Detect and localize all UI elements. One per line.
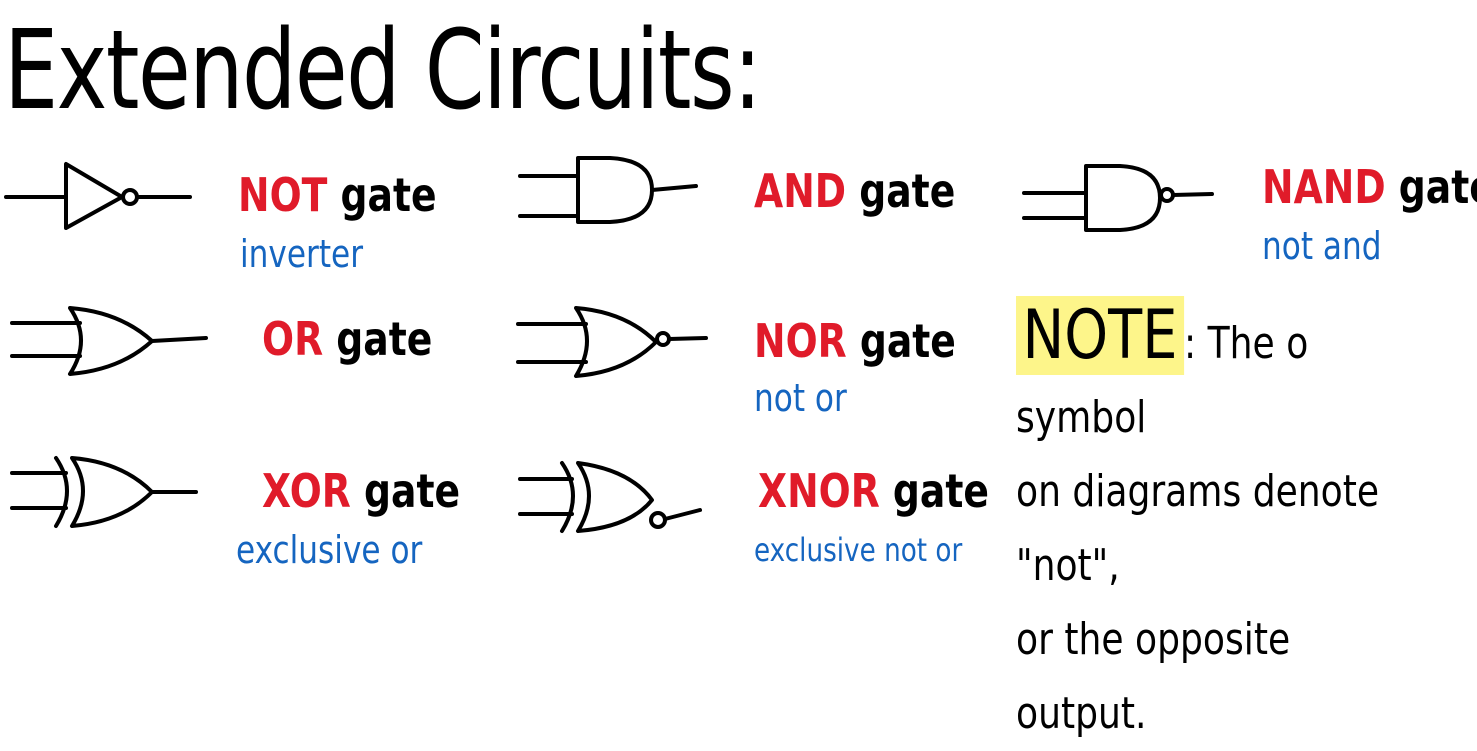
note-keyword: NOTE [1016, 296, 1185, 375]
not-gate-symbol [4, 162, 192, 230]
nand-gate-description: not and [1262, 224, 1382, 268]
nand-gate-symbol [1022, 164, 1214, 232]
not-gate-name: NOT [238, 168, 328, 222]
xor-gate-name: XOR [262, 464, 351, 518]
nand-gate-suffix: gate [1398, 160, 1477, 214]
or-gate-label: OR gate [262, 312, 432, 366]
or-gate-suffix: gate [336, 312, 433, 366]
note-block: NOTE: The o symbol on diagrams denote "n… [1016, 296, 1401, 751]
not-gate-label: NOT gate [238, 168, 437, 222]
not-gate-description: inverter [240, 232, 364, 276]
and-gate-name: AND [754, 164, 847, 218]
nor-gate-label: NOR gate [754, 314, 956, 368]
xor-gate-label: XOR gate [262, 464, 460, 518]
note-text-1: : The o symbol [1016, 318, 1309, 443]
note-line-2: on diagrams denote "not", [1016, 466, 1380, 591]
nor-gate-suffix: gate [859, 314, 956, 368]
or-gate-symbol [10, 306, 208, 376]
xnor-gate-label: XNOR gate [758, 464, 989, 518]
xor-gate-suffix: gate [363, 464, 461, 518]
xnor-gate-description: exclusive not or [754, 531, 963, 569]
note-line-1: NOTE: The o symbol [1016, 296, 1401, 455]
xor-gate-description: exclusive or [236, 528, 423, 572]
gate-symbols [4, 156, 1214, 533]
xnor-gate-name: XNOR [758, 464, 880, 518]
nand-gate-label: NAND gate [1262, 160, 1477, 214]
and-gate-suffix: gate [859, 164, 956, 218]
nand-gate-name: NAND [1262, 160, 1386, 214]
nor-gate-name: NOR [754, 314, 847, 368]
xnor-gate-symbol [518, 461, 702, 533]
diagram-page: Extended Circuits: [4, 6, 1477, 739]
not-gate-suffix: gate [340, 168, 437, 222]
nor-gate-description: not or [754, 376, 847, 420]
page-title: Extended Circuits: [4, 6, 762, 134]
and-gate-symbol [518, 156, 698, 224]
or-gate-name: OR [262, 312, 324, 366]
and-gate-label: AND gate [754, 164, 955, 218]
xnor-gate-suffix: gate [892, 464, 989, 518]
nor-gate-symbol [516, 306, 708, 378]
note-line-3: or the opposite output. [1016, 614, 1291, 739]
xor-gate-symbol [10, 456, 198, 528]
